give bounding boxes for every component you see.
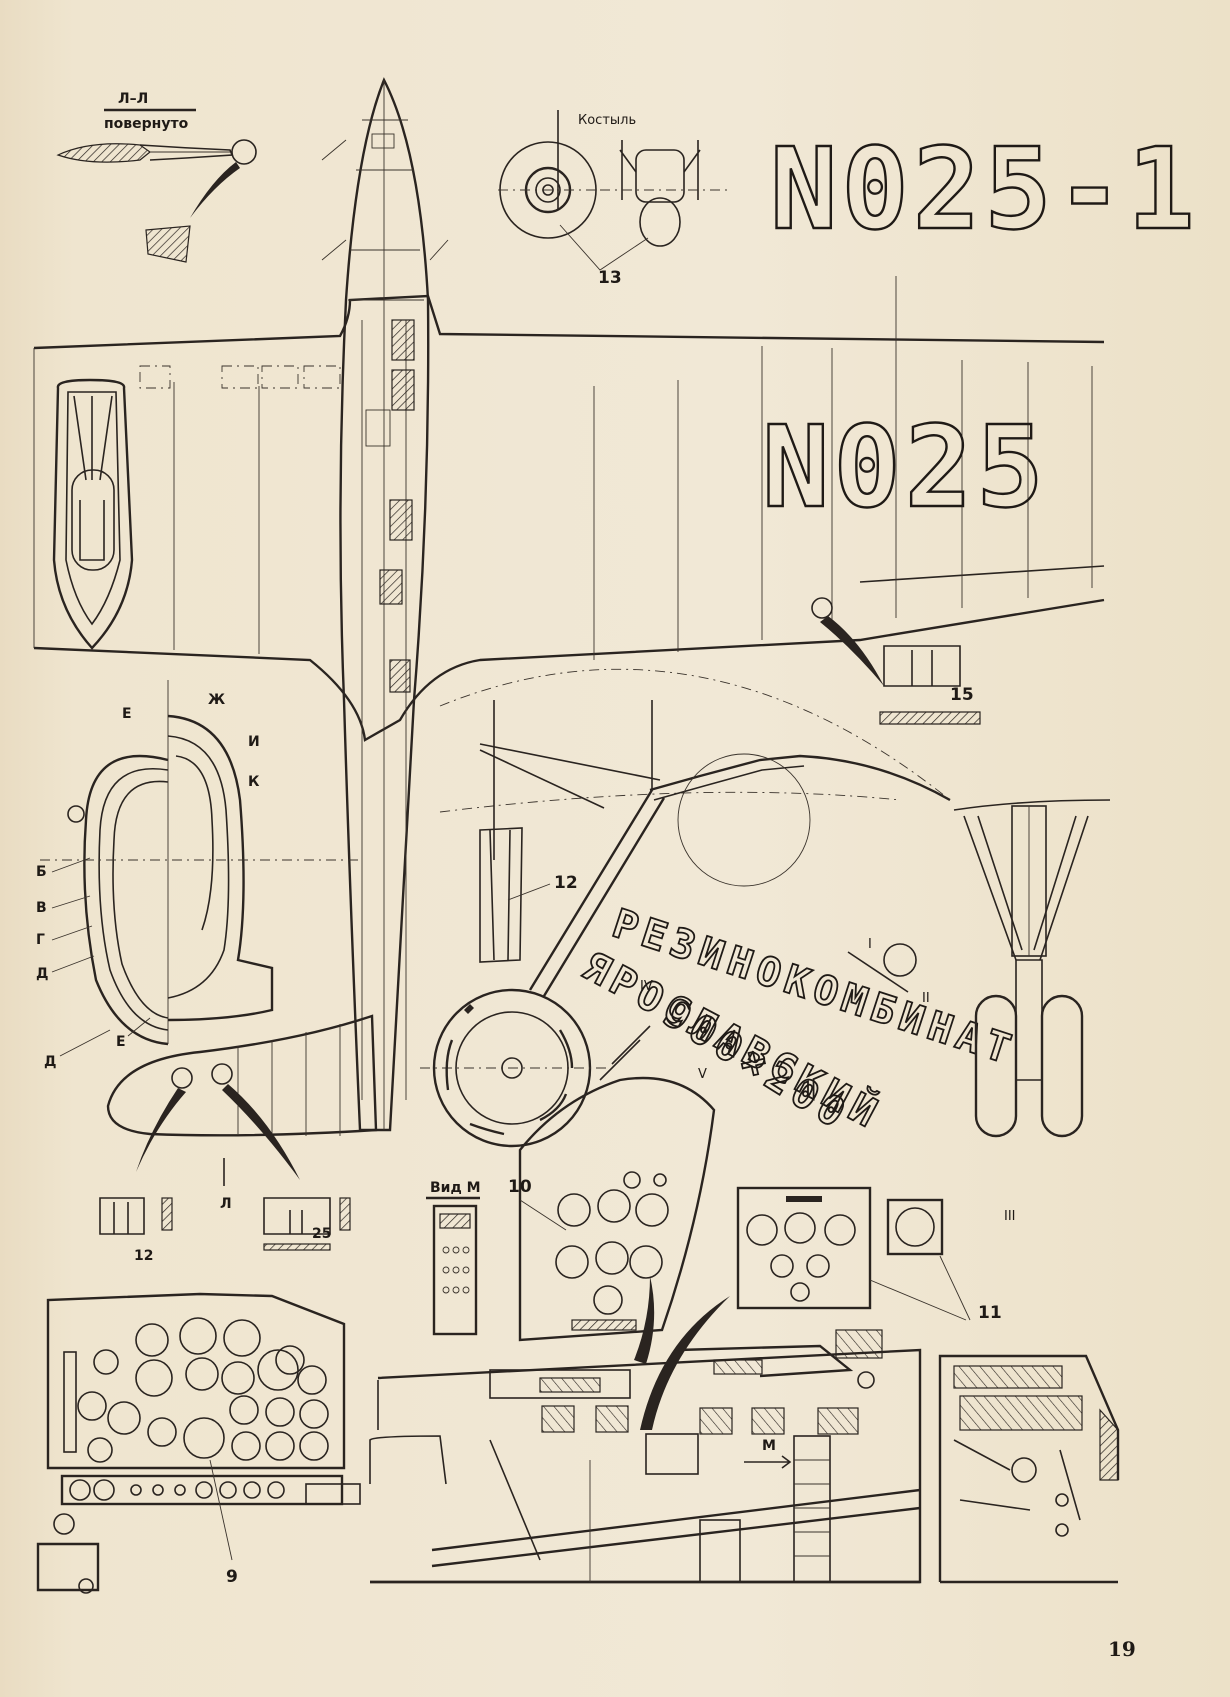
cockpit-side-section: М (369, 1276, 922, 1584)
callout-9: 9 (226, 1567, 238, 1587)
roman-marker-3: III (1004, 1209, 1016, 1224)
label-l: Л (220, 1196, 232, 1212)
tailwheel-group: Костыль 13 (498, 110, 730, 288)
label-i: И (248, 734, 260, 750)
callout-10: 10 (508, 1177, 532, 1197)
front-instrument-panel: 11 (736, 1186, 1002, 1323)
label-v: В (36, 900, 47, 916)
rear-cockpit-section (938, 1354, 1120, 1584)
label-d2: Д (44, 1054, 56, 1070)
ski-plan (52, 378, 134, 650)
wing-planform: 15 (33, 276, 1105, 742)
arrow-label-m: М (762, 1438, 776, 1454)
section-note: повернуто (104, 116, 189, 132)
fuselage-cross-sections: Е Ж И К Б В Г Д Д Е (36, 680, 360, 1070)
page-number: 19 (1108, 1637, 1136, 1661)
label-b: Б (36, 864, 47, 880)
main-instrument-panel: 9 (36, 1292, 361, 1594)
label-k: К (248, 774, 260, 790)
label-g: Г (36, 932, 45, 948)
main-gear-front (953, 799, 1111, 1138)
roman-marker-4: IV (640, 979, 653, 994)
view-m-group: Вид М (426, 1180, 481, 1336)
section-l-l-group: Л–Л повернуто (56, 91, 257, 263)
tire-marking: РЕЗИНОКОМБИНАТ ЯРОСЛАВСКИЙ 900×200 I II … (574, 900, 1022, 1224)
label-e-top: Е (122, 706, 132, 722)
callout-12-dim: 12 (134, 1248, 153, 1264)
roman-marker-2: II (922, 991, 930, 1006)
view-m-label: Вид М (430, 1180, 481, 1196)
tail-registration: N025-1 (770, 125, 1199, 255)
wing-registration: N025 (762, 403, 1048, 533)
label-zh: Ж (208, 692, 225, 708)
callout-13: 13 (598, 268, 622, 288)
callout-25: 25 (312, 1226, 331, 1242)
fuselage (321, 77, 449, 1132)
callout-15: 15 (950, 685, 974, 705)
callout-12-strut: 12 (554, 873, 578, 893)
roman-marker-5: V (698, 1067, 707, 1082)
label-e-bottom: Е (116, 1034, 126, 1050)
callout-11: 11 (978, 1303, 1002, 1323)
tailwheel-label: Костыль (578, 113, 636, 128)
horizontal-stabilizer: Л 12 25 (99, 1014, 378, 1264)
rear-instrument-panel: 10 (508, 1076, 716, 1342)
section-label: Л–Л (118, 91, 148, 107)
main-gear-side: 12 (420, 668, 951, 1148)
label-d: Д (36, 966, 48, 982)
roman-marker-1: I (868, 937, 872, 952)
